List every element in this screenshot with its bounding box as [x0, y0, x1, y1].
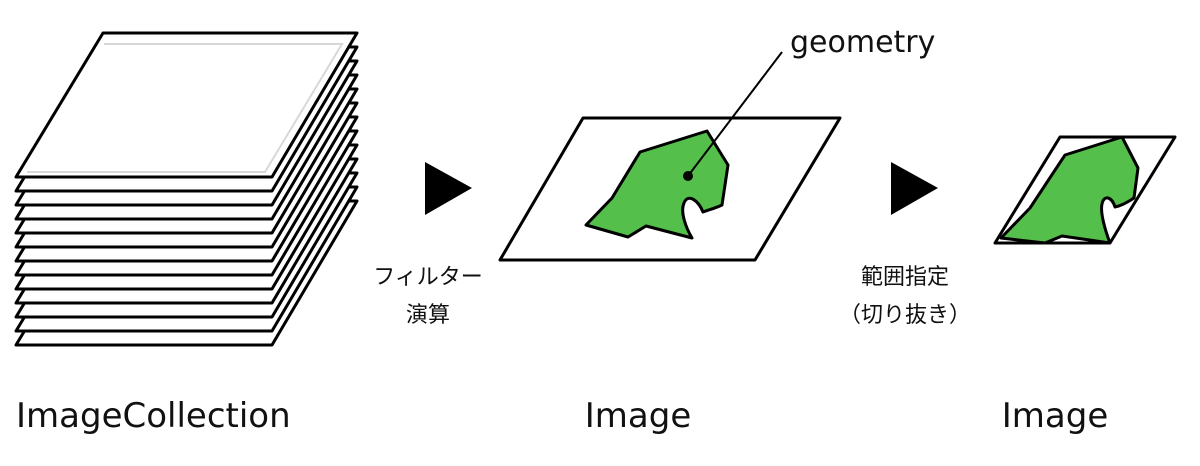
geometry-point: [683, 171, 693, 181]
stack-top-layer: [14, 31, 359, 179]
clipped-geometry-region: [999, 135, 1140, 245]
image-label-right: Image: [1002, 396, 1108, 436]
clip-step-label-line2: （切り抜き）: [839, 303, 971, 328]
geometry-annotation: geometry: [790, 25, 935, 60]
image-label-middle: Image: [585, 396, 691, 436]
filter-arrow-icon: [425, 162, 472, 215]
image-collection-label: ImageCollection: [16, 396, 291, 436]
clip-arrow-icon: [891, 162, 938, 215]
filter-step-label-line2: 演算: [406, 303, 450, 328]
image-collection-stack: [14, 31, 359, 347]
geometry-leader-line: [687, 51, 783, 177]
clip-step-label-line1: 範囲指定: [861, 265, 949, 290]
filter-step-label-line1: フィルター: [373, 265, 483, 290]
stack-top-highlight: [27, 43, 344, 173]
geometry-region: [584, 129, 730, 240]
